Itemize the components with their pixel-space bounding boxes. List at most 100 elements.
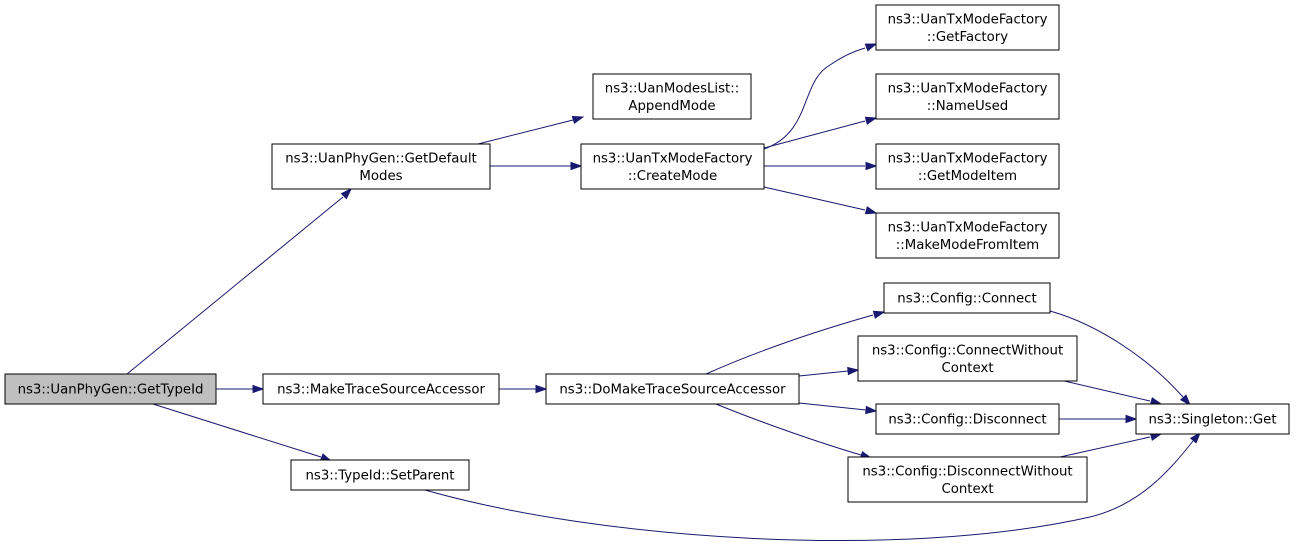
edge-maketracesourceaccessor-to-domaketracesourceaccessor [499, 384, 548, 394]
node-box [262, 373, 500, 405]
nodes-layer: ns3::UanPhyGen::GetTypeId ns3::UanPhyGen:… [4, 4, 1290, 503]
node-label: ns3::TypeId::SetParent [305, 469, 454, 484]
node-label: Context [941, 361, 993, 376]
arrowhead-icon [864, 116, 878, 125]
node-box [847, 456, 1088, 503]
arrowhead-icon [864, 43, 878, 52]
edge-createmode-to-makemodefromitem [763, 186, 878, 215]
edge-createmode-to-getfactory [763, 43, 878, 150]
edge-line [1059, 379, 1151, 402]
node-makemodefromitem[interactable]: ns3::UanTxModeFactory::MakeModeFromItem [875, 212, 1060, 259]
node-createmode[interactable]: ns3::UanTxModeFactory::CreateMode [580, 143, 765, 190]
node-label: Context [941, 482, 993, 497]
edge-gettypeid-to-setparent [152, 403, 333, 462]
arrowhead-icon [864, 206, 878, 215]
edge-domaketracesourceaccessor-to-disconnectwithoutcontext [715, 403, 873, 460]
node-label: ns3::Config::Connect [897, 292, 1036, 307]
node-label: ::MakeModeFromItem [896, 238, 1039, 253]
edge-domaketracesourceaccessor-to-disconnect [798, 402, 878, 415]
edge-gettypeid-to-maketracesourceaccessor [216, 384, 265, 394]
edge-createmode-to-getmodeitem [764, 161, 878, 171]
edge-line [798, 370, 849, 377]
node-box [883, 282, 1051, 314]
edge-line [763, 120, 866, 149]
arrowhead-icon [865, 405, 878, 415]
node-label: Modes [359, 169, 402, 184]
node-box [875, 143, 1060, 190]
node-label: ns3::UanTxModeFactory [888, 220, 1048, 235]
node-label: ns3::UanTxModeFactory [888, 151, 1048, 166]
edge-line [1049, 310, 1184, 398]
node-connect[interactable]: ns3::Config::Connect [883, 282, 1051, 314]
edge-line [126, 196, 344, 375]
node-disconnect[interactable]: ns3::Config::Disconnect [875, 403, 1060, 435]
edge-domaketracesourceaccessor-to-connectwithoutcontext [798, 366, 860, 377]
node-label: ::GetModeItem [918, 169, 1017, 184]
node-label: ns3::UanModesList:: [605, 81, 739, 96]
node-domaketracesourceaccessor[interactable]: ns3::DoMakeTraceSourceAccessor [545, 373, 800, 405]
edge-line [798, 402, 867, 411]
node-label: ns3::DoMakeTraceSourceAccessor [559, 383, 786, 398]
node-box [857, 335, 1078, 382]
node-label: ns3::MakeTraceSourceAccessor [277, 383, 485, 398]
edge-line [763, 47, 866, 150]
node-setparent[interactable]: ns3::TypeId::SetParent [290, 459, 470, 491]
edge-line [715, 403, 862, 456]
node-singletonget[interactable]: ns3::Singleton::Get [1135, 403, 1290, 435]
node-label: ns3::UanPhyGen::GetTypeId [18, 383, 204, 398]
edge-line [705, 314, 874, 375]
edge-line [152, 403, 322, 458]
edge-connectwithoutcontext-to-singletonget [1059, 379, 1163, 406]
node-maketracesourceaccessor[interactable]: ns3::MakeTraceSourceAccessor [262, 373, 500, 405]
node-label: ns3::UanTxModeFactory [593, 151, 753, 166]
arrowhead-icon [872, 310, 886, 319]
edges-layer [126, 43, 1201, 542]
edge-connect-to-singletonget [1049, 310, 1191, 407]
node-box [592, 73, 752, 120]
edge-disconnectwithoutcontext-to-singletonget [1059, 432, 1163, 458]
node-box [545, 373, 800, 405]
node-box [4, 373, 217, 405]
edge-line [1059, 436, 1151, 458]
arrowhead-icon [1189, 431, 1201, 444]
arrowhead-icon [340, 187, 353, 200]
node-getmodeitem[interactable]: ns3::UanTxModeFactory::GetModeItem [875, 143, 1060, 190]
arrowhead-icon [252, 384, 265, 394]
arrowhead-icon [865, 161, 878, 171]
node-label: AppendMode [628, 99, 715, 114]
edge-gettypeid-to-getdefaultmodes [126, 187, 353, 375]
edge-line [424, 440, 1194, 542]
node-box [875, 4, 1060, 51]
edge-disconnect-to-singletonget [1059, 414, 1138, 424]
node-label: ns3::UanPhyGen::GetDefault [285, 151, 477, 166]
node-label: ns3::Config::DisconnectWithout [862, 464, 1072, 479]
node-box [580, 143, 765, 190]
node-label: ns3::Config::ConnectWithout [872, 343, 1063, 358]
node-box [875, 212, 1060, 259]
node-label: ::CreateMode [628, 169, 717, 184]
arrowhead-icon [571, 115, 585, 125]
node-gettypeid[interactable]: ns3::UanPhyGen::GetTypeId [4, 373, 217, 405]
node-label: ns3::UanTxModeFactory [888, 81, 1048, 96]
node-getfactory[interactable]: ns3::UanTxModeFactory::GetFactory [875, 4, 1060, 51]
node-nameused[interactable]: ns3::UanTxModeFactory::NameUsed [875, 73, 1060, 120]
node-label: ::GetFactory [927, 30, 1008, 45]
edge-line [477, 119, 574, 145]
edge-createmode-to-nameused [763, 116, 878, 149]
edge-domaketracesourceaccessor-to-connect [705, 310, 886, 375]
arrowhead-icon [535, 384, 548, 394]
node-appendmode[interactable]: ns3::UanModesList::AppendMode [592, 73, 752, 120]
arrowhead-icon [570, 161, 583, 171]
node-box [875, 73, 1060, 120]
node-label: ::NameUsed [927, 99, 1008, 114]
edge-getdefaultmodes-to-createmode [490, 161, 583, 171]
arrowhead-icon [847, 366, 860, 376]
node-box [290, 459, 470, 491]
edge-line [763, 186, 866, 211]
node-label: ns3::Config::Disconnect [888, 413, 1046, 428]
node-label: ns3::Singleton::Get [1148, 413, 1276, 428]
